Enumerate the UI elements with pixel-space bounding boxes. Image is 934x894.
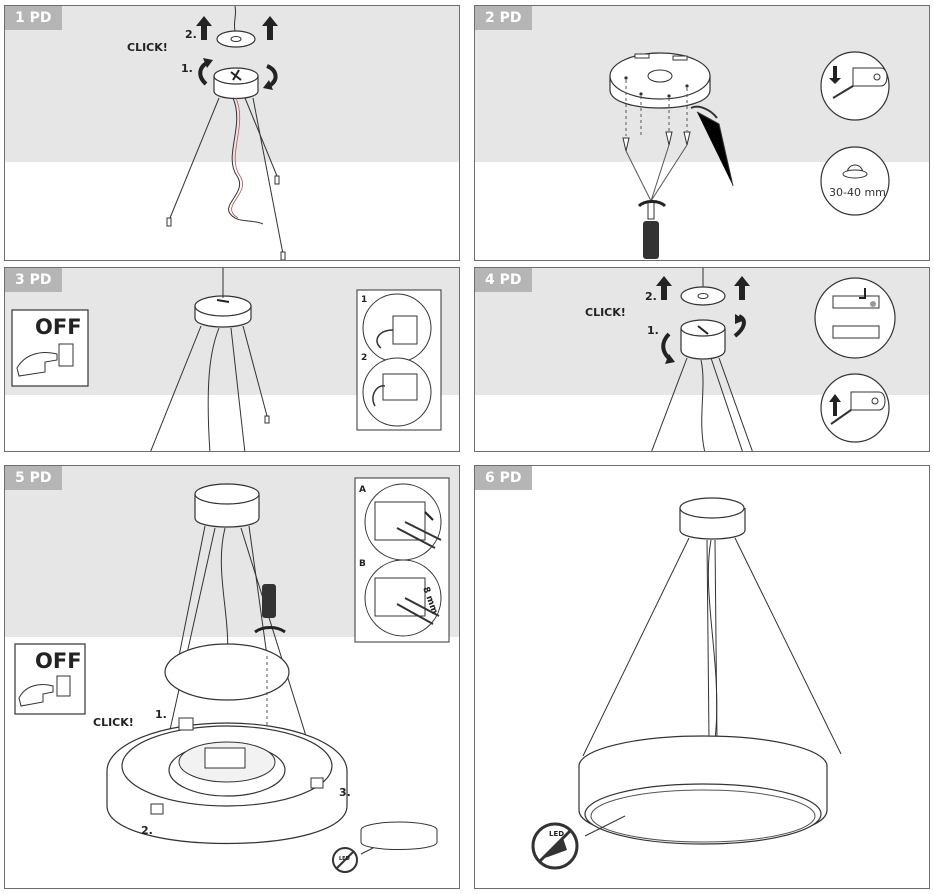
step-3-label: 3. [339,786,351,799]
inset-label-b: B [359,559,366,569]
panel-tag: 4 PD [475,268,532,292]
led-label: LED [549,830,564,838]
panel-1: 1 PD 2. 1. CLICK! [4,5,460,261]
panel-tag: 2 PD [475,6,532,30]
off-label: OFF [35,649,82,673]
inset-label-a: A [359,485,366,495]
panel-tag: 3 PD [5,268,62,292]
click-label: CLICK! [585,306,626,319]
canopy-attach-illustration: 2. 1. CLICK! [585,268,896,451]
click-label: CLICK! [93,716,134,729]
inset-step-2: 2 [361,353,367,363]
inset-step-1: 1 [361,295,367,305]
luminaire-connection-illustration: OFF CLICK! 1. 2. 3. A B 8 mm LED [14,477,450,873]
panel-2: 2 PD 30-40 mm [474,5,930,261]
measure-detail-icon [820,146,890,216]
panel-3: 3 PD OFF 1 2 [4,267,460,452]
click-label: CLICK! [127,41,168,54]
step-1-label: 1. [647,324,659,337]
installed-luminaire-illustration: LED [531,497,842,870]
step-2-label: 2. [185,28,197,41]
wiring-illustration: OFF 1 2 [11,268,442,451]
panel-6: 6 PD LED [474,465,930,889]
measure-label: 30-40 mm [829,186,886,199]
pendant-suspension-illustration: 2. 1. CLICK! [127,6,286,260]
slot-lock-icon [814,277,896,359]
panel-4: 4 PD 2. 1. CLICK! [474,267,930,452]
mounting-plate-illustration: 30-40 mm [609,51,890,259]
off-label: OFF [35,315,82,339]
panel-tag: 1 PD [5,6,62,30]
led-label-small: LED [339,856,350,862]
panel-tag: 6 PD [475,466,532,490]
panel-5: 5 PD OFF CLICK! 1. 2. 3. [4,465,460,889]
step-1-label: 1. [181,62,193,75]
panel-tag: 5 PD [5,466,62,490]
step-2-label: 2. [645,290,657,303]
step-2-label: 2. [141,824,153,837]
step-1-label: 1. [155,708,167,721]
